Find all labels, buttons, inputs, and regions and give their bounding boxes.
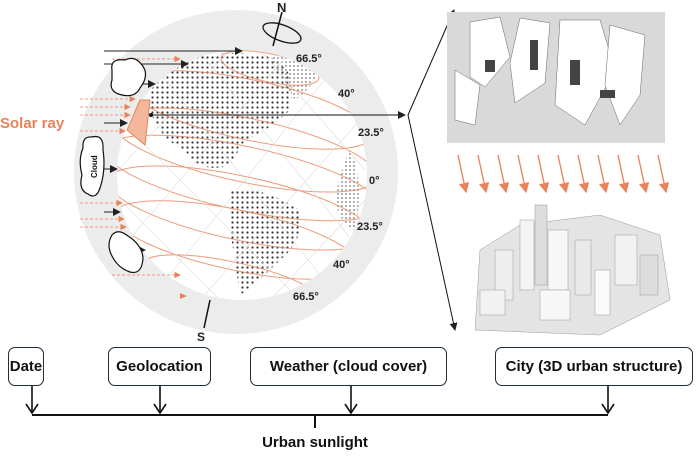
lat-label: 40° xyxy=(333,259,350,271)
south-axis xyxy=(203,299,211,329)
rotation-icon xyxy=(262,22,302,44)
city-map-2d xyxy=(447,12,665,143)
weather-box: Weather (cloud cover) xyxy=(250,347,447,386)
city-box: City (3D urban structure) xyxy=(495,347,693,386)
lat-label: 66.5° xyxy=(293,291,319,303)
solar-patch xyxy=(126,99,151,146)
north-label: N xyxy=(277,0,286,15)
lat-label: 23.5° xyxy=(358,127,384,139)
solar-ray-label: Solar ray xyxy=(0,115,65,132)
globe xyxy=(117,50,367,300)
cloud-icon xyxy=(79,135,105,197)
urban-sunlight-label: Urban sunlight xyxy=(262,434,368,451)
lat-label: 23.5° xyxy=(357,221,383,233)
sunlight-arrows xyxy=(457,154,670,194)
date-box: Date xyxy=(8,347,44,386)
city-model-3d xyxy=(474,204,671,336)
cloud-icon xyxy=(110,57,147,97)
cloud-icon xyxy=(108,231,144,274)
lat-label: 0° xyxy=(369,175,380,187)
north-america xyxy=(150,52,292,168)
south-label: S xyxy=(197,330,205,344)
south-america xyxy=(230,189,301,295)
cloud-label: Cloud xyxy=(90,155,99,178)
lat-label: 66.5° xyxy=(296,53,322,65)
north-axis xyxy=(272,11,283,47)
africa-edge xyxy=(335,150,359,230)
lat-label: 40° xyxy=(338,88,355,100)
geolocation-box: Geolocation xyxy=(108,347,211,386)
